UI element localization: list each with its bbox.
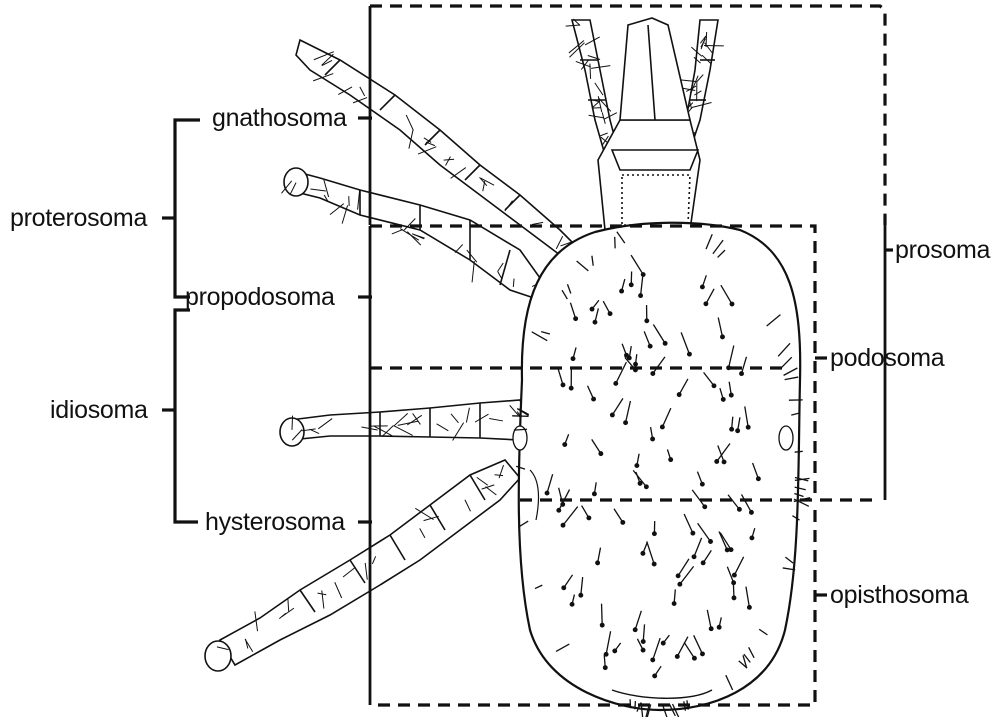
label-gnathosoma: gnathosoma — [212, 106, 347, 131]
label-podosoma: podosoma — [830, 346, 944, 371]
leg-3 — [280, 400, 528, 446]
leg-4 — [205, 460, 520, 671]
label-opisthosoma: opisthosoma — [830, 583, 968, 608]
label-idiosoma: idiosoma — [50, 398, 148, 423]
mite-body — [513, 223, 800, 710]
label-prosoma: prosoma — [895, 238, 990, 263]
label-propodosoma: propodosoma — [185, 285, 335, 310]
idiosoma-bracket — [175, 310, 198, 522]
label-proterosoma: proterosoma — [10, 206, 147, 231]
label-hysterosoma: hysterosoma — [205, 510, 345, 535]
proterosoma-bracket — [175, 120, 200, 297]
gnathosoma-mouthparts — [598, 18, 700, 230]
